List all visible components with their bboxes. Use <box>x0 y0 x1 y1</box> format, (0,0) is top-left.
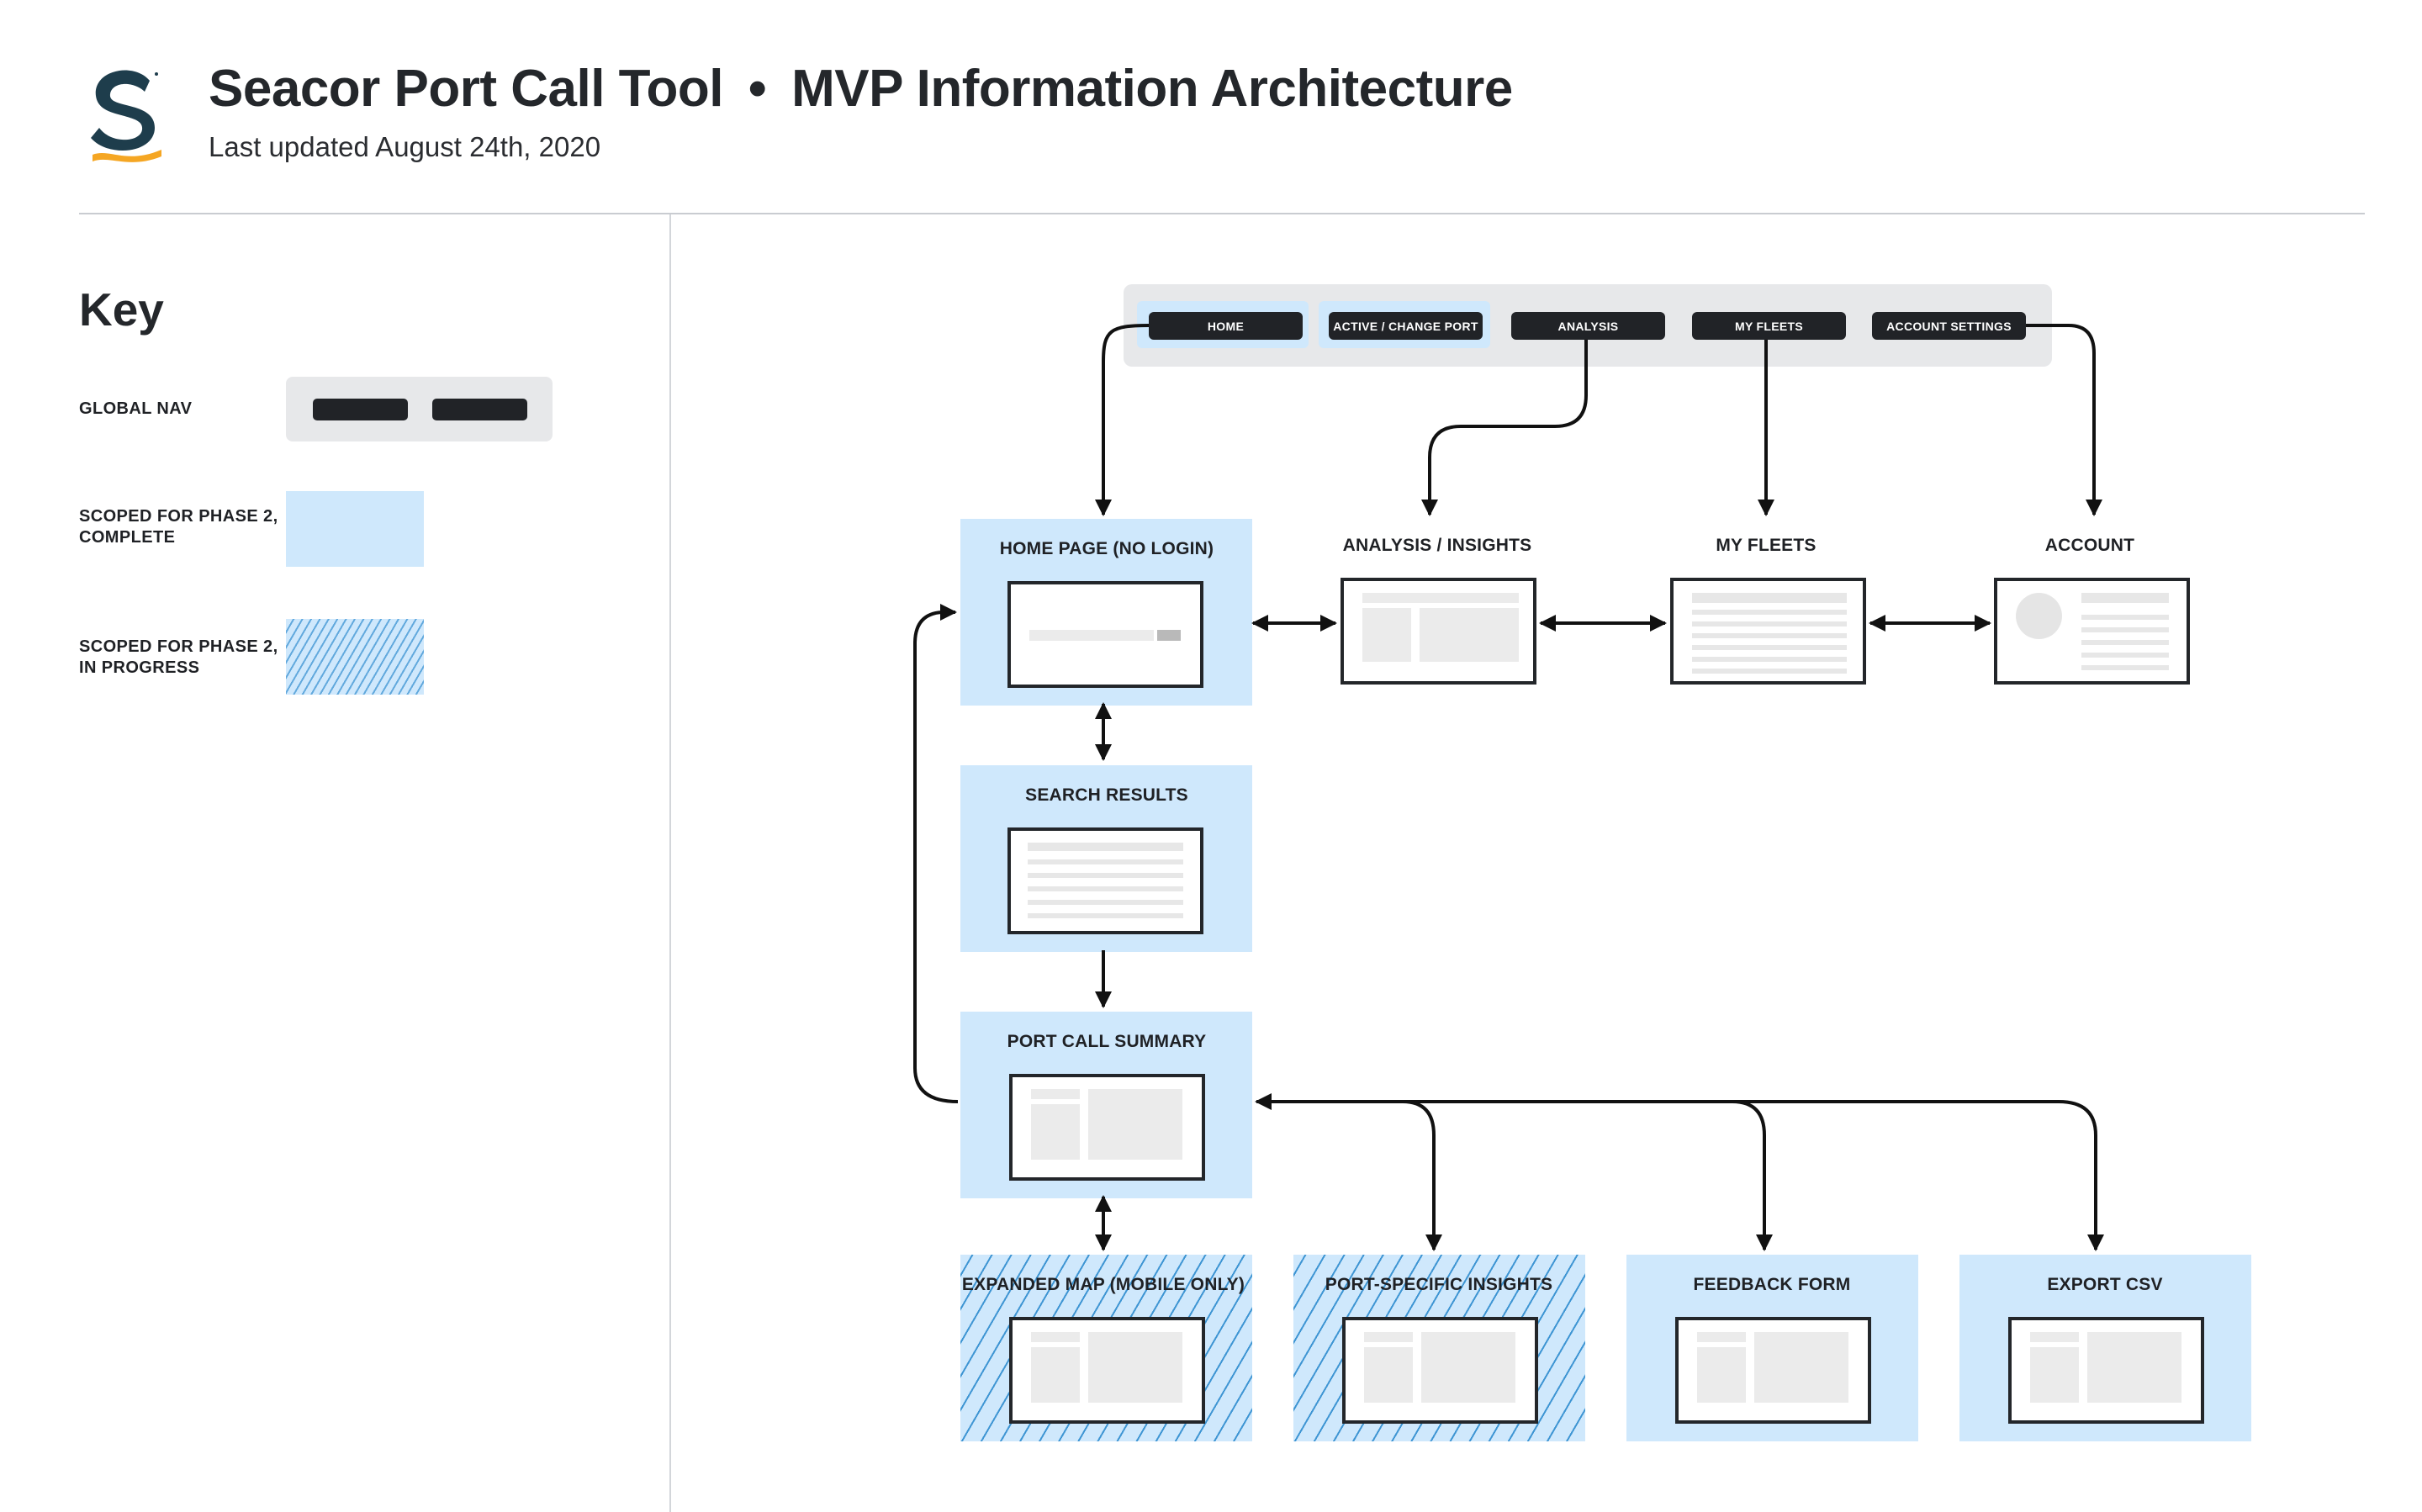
placeholder-line <box>2081 593 2169 603</box>
placeholder-line <box>2081 653 2169 658</box>
placeholder-block <box>2030 1332 2079 1342</box>
key-label-line: IN PROGRESS <box>79 658 200 677</box>
page-label-port-specific-insights: PORT-SPECIFIC INSIGHTS <box>1325 1275 1553 1294</box>
placeholder-line <box>1692 633 1847 638</box>
page-thumbnail-search-results <box>1007 827 1203 934</box>
placeholder-line <box>2081 640 2169 645</box>
key-label-complete: SCOPED FOR PHASE 2, COMPLETE <box>79 506 278 548</box>
arrow-to-insights <box>1402 1100 1442 1251</box>
placeholder-block <box>1697 1347 1746 1403</box>
placeholder-block <box>1362 608 1411 662</box>
placeholder-line <box>2081 615 2169 620</box>
placeholder-line <box>1028 843 1183 851</box>
page-thumbnail-home <box>1007 581 1203 688</box>
page-label-account: ACCOUNT <box>2044 536 2135 555</box>
arrow-account-nav-to-account-page <box>2026 324 2102 516</box>
key-label-global-nav: GLOBAL NAV <box>79 399 193 418</box>
arrow-to-feedback <box>1732 1100 1773 1251</box>
placeholder-block <box>1364 1332 1413 1342</box>
arrow-to-export <box>2058 1100 2104 1251</box>
page-thumbnail-port-call-summary <box>1009 1074 1205 1181</box>
page-thumbnail-account <box>1994 578 2190 685</box>
app-name: Seacor Port Call Tool <box>209 60 723 118</box>
key-label-line: COMPLETE <box>79 528 176 547</box>
placeholder-block <box>2087 1332 2181 1403</box>
placeholder-block <box>1031 1089 1080 1099</box>
placeholder-line <box>1028 900 1183 905</box>
arrow-summary-to-home <box>913 604 959 1103</box>
search-button-placeholder <box>1157 630 1181 641</box>
nav-item-account-settings[interactable]: ACCOUNT SETTINGS <box>1872 312 2026 340</box>
page-label-feedback-form: FEEDBACK FORM <box>1693 1275 1851 1294</box>
seacor-s-logo-icon <box>91 70 161 162</box>
placeholder-line <box>1692 621 1847 626</box>
placeholder-line <box>1028 859 1183 864</box>
key-swatch-complete <box>286 491 424 567</box>
page-label-expanded-map: EXPANDED MAP (MOBILE ONLY) <box>961 1275 1245 1294</box>
placeholder-line <box>1692 610 1847 615</box>
page-title: Seacor Port Call Tool • MVP Information Ar… <box>209 59 1513 119</box>
key-swatch-in-progress <box>286 619 424 695</box>
placeholder-line <box>1028 873 1183 878</box>
page-label-search-results: SEARCH RESULTS <box>1025 785 1188 805</box>
placeholder-block <box>1088 1332 1182 1403</box>
last-updated: Last updated August 24th, 2020 <box>209 131 601 162</box>
placeholder-line <box>1692 657 1847 662</box>
key-divider <box>669 214 671 1512</box>
placeholder-block <box>1421 1332 1515 1403</box>
placeholder-block <box>1754 1332 1848 1403</box>
page-label-home: HOME PAGE (NO LOGIN) <box>999 539 1214 558</box>
key-label-line: SCOPED FOR PHASE 2, <box>79 637 278 656</box>
page-label-port-call-summary: PORT CALL SUMMARY <box>1007 1032 1207 1051</box>
key-nav-pill <box>313 399 408 420</box>
placeholder-block <box>1031 1104 1080 1160</box>
placeholder-block <box>1031 1347 1080 1403</box>
placeholder-line <box>2081 665 2169 670</box>
nav-item-active-change-port[interactable]: ACTIVE / CHANGE PORT <box>1329 312 1483 340</box>
key-title: Key <box>79 283 164 336</box>
arrow-home-nav-to-home-page <box>1095 324 1150 516</box>
page-thumbnail-feedback-form <box>1675 1317 1871 1424</box>
document-name: MVP Information Architecture <box>791 60 1513 118</box>
placeholder-block <box>1031 1332 1080 1342</box>
placeholder-line <box>1692 645 1847 650</box>
page-label-analysis: ANALYSIS / INSIGHTS <box>1342 536 1532 555</box>
nav-item-home[interactable]: HOME <box>1149 312 1303 340</box>
page-thumbnail-analysis <box>1341 578 1536 685</box>
placeholder-line <box>1028 886 1183 891</box>
title-separator: • <box>748 60 767 118</box>
page-thumbnail-expanded-map <box>1009 1317 1205 1424</box>
placeholder-block <box>1362 593 1519 603</box>
page-label-my-fleets: MY FLEETS <box>1716 536 1816 555</box>
placeholder-line <box>1028 913 1183 918</box>
placeholder-block <box>1697 1332 1746 1342</box>
placeholder-block <box>1420 608 1519 662</box>
arrow-analysis-nav-to-analysis-page <box>1421 340 1588 516</box>
page-thumbnail-my-fleets <box>1670 578 1866 685</box>
key-nav-pill <box>432 399 527 420</box>
page-thumbnail-port-specific-insights <box>1342 1317 1538 1424</box>
placeholder-line <box>1692 669 1847 674</box>
avatar-placeholder <box>2016 593 2062 639</box>
page-label-export-csv: EXPORT CSV <box>2047 1275 2163 1294</box>
placeholder-block <box>1364 1347 1413 1403</box>
nav-item-analysis[interactable]: ANALYSIS <box>1511 312 1665 340</box>
placeholder-line <box>1692 593 1847 603</box>
key-label-in-progress: SCOPED FOR PHASE 2, IN PROGRESS <box>79 637 278 679</box>
header-divider <box>79 213 2365 214</box>
nav-item-my-fleets[interactable]: MY FLEETS <box>1692 312 1846 340</box>
page-thumbnail-export-csv <box>2008 1317 2204 1424</box>
search-bar-placeholder <box>1029 630 1154 641</box>
placeholder-block <box>2030 1347 2079 1403</box>
placeholder-block <box>1088 1089 1182 1160</box>
placeholder-line <box>2081 627 2169 632</box>
key-label-line: SCOPED FOR PHASE 2, <box>79 507 278 526</box>
